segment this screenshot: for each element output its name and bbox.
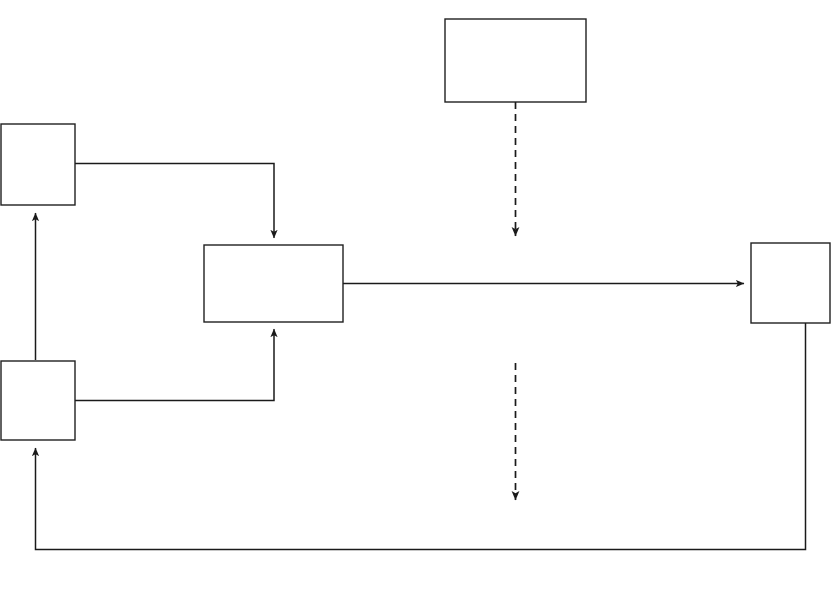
node-bottom-left[interactable] [0,360,76,441]
edge-top-left-to-center [75,162,278,239]
node-right[interactable] [750,242,831,324]
node-top-center[interactable] [444,18,587,103]
node-center[interactable] [203,244,344,323]
edge-bottom-left-to-center [75,328,278,402]
node-top-left[interactable] [0,123,76,206]
edge-right-feedback [31,323,807,551]
